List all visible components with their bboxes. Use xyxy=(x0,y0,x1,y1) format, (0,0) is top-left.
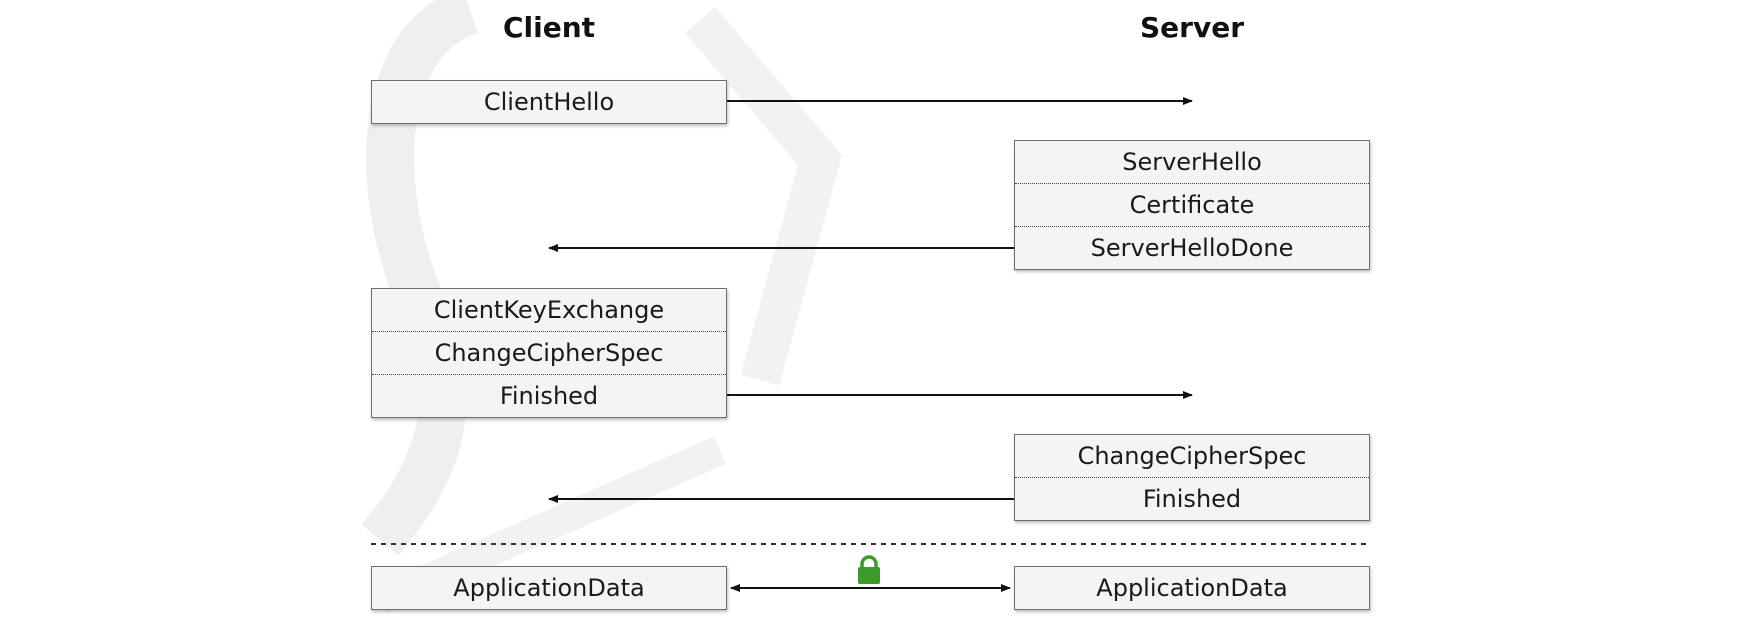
message-finished-server: Finished xyxy=(1015,477,1369,520)
message-server-hello-done: ServerHelloDone xyxy=(1015,226,1369,269)
message-certificate: Certificate xyxy=(1015,183,1369,226)
server-application-data-box: ApplicationData xyxy=(1014,566,1370,610)
message-application-data-client: ApplicationData xyxy=(453,574,645,602)
message-change-cipher-spec-server: ChangeCipherSpec xyxy=(1077,442,1307,470)
message-server-hello: ServerHello xyxy=(1122,148,1262,176)
client-header: Client xyxy=(502,11,596,44)
message-change-cipher-spec-client: ChangeCipherSpec xyxy=(372,331,726,374)
message-application-data-server: ApplicationData xyxy=(1096,574,1288,602)
client-hello-box: ClientHello xyxy=(371,80,727,124)
client-application-data-box: ApplicationData xyxy=(371,566,727,610)
server-header: Server xyxy=(1139,11,1244,44)
client-key-exchange-box: ClientKeyExchange ChangeCipherSpec Finis… xyxy=(371,288,727,418)
lock-icon xyxy=(858,555,880,584)
server-hello-box: ServerHello Certificate ServerHelloDone xyxy=(1014,140,1370,270)
message-finished-client: Finished xyxy=(372,374,726,417)
message-client-key-exchange: ClientKeyExchange xyxy=(433,296,665,324)
message-client-hello: ClientHello xyxy=(483,88,615,116)
server-finished-box: ChangeCipherSpec Finished xyxy=(1014,434,1370,521)
